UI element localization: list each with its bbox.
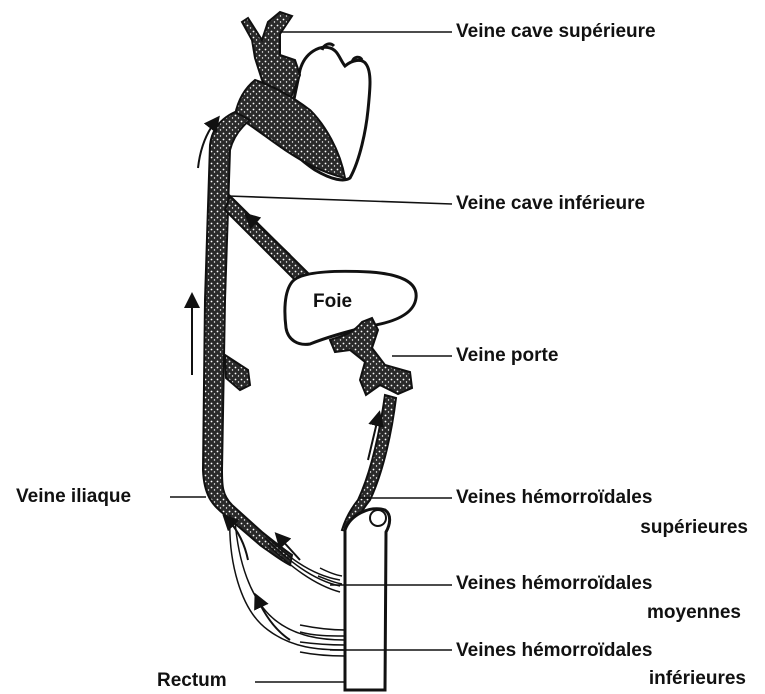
- label-veine-porte: Veine porte: [456, 345, 558, 367]
- label-hemorroidales-superieures: Veines hémorroïdales: [456, 487, 652, 509]
- label-hemorroidales-inferieures: Veines hémorroïdales: [456, 640, 652, 662]
- label-veine-cave-inferieure: Veine cave inférieure: [456, 193, 645, 215]
- inferior-rectal-veins: [230, 515, 345, 656]
- label-hemorroidales-superieures-2: supérieures: [560, 517, 748, 539]
- label-foie: Foie: [313, 291, 352, 313]
- label-hemorroidales-moyennes: Veines hémorroïdales: [456, 573, 652, 595]
- label-rectum: Rectum: [157, 670, 227, 692]
- inferior-vena-cava: [203, 112, 292, 565]
- hepatic-vein: [225, 196, 310, 285]
- label-veine-iliaque: Veine iliaque: [16, 486, 131, 508]
- label-hemorroidales-inferieures-2: inférieures: [560, 668, 746, 690]
- label-hemorroidales-moyennes-2: moyennes: [560, 602, 741, 624]
- rectum: [345, 509, 390, 690]
- label-veine-cave-superieure: Veine cave supérieure: [456, 21, 656, 43]
